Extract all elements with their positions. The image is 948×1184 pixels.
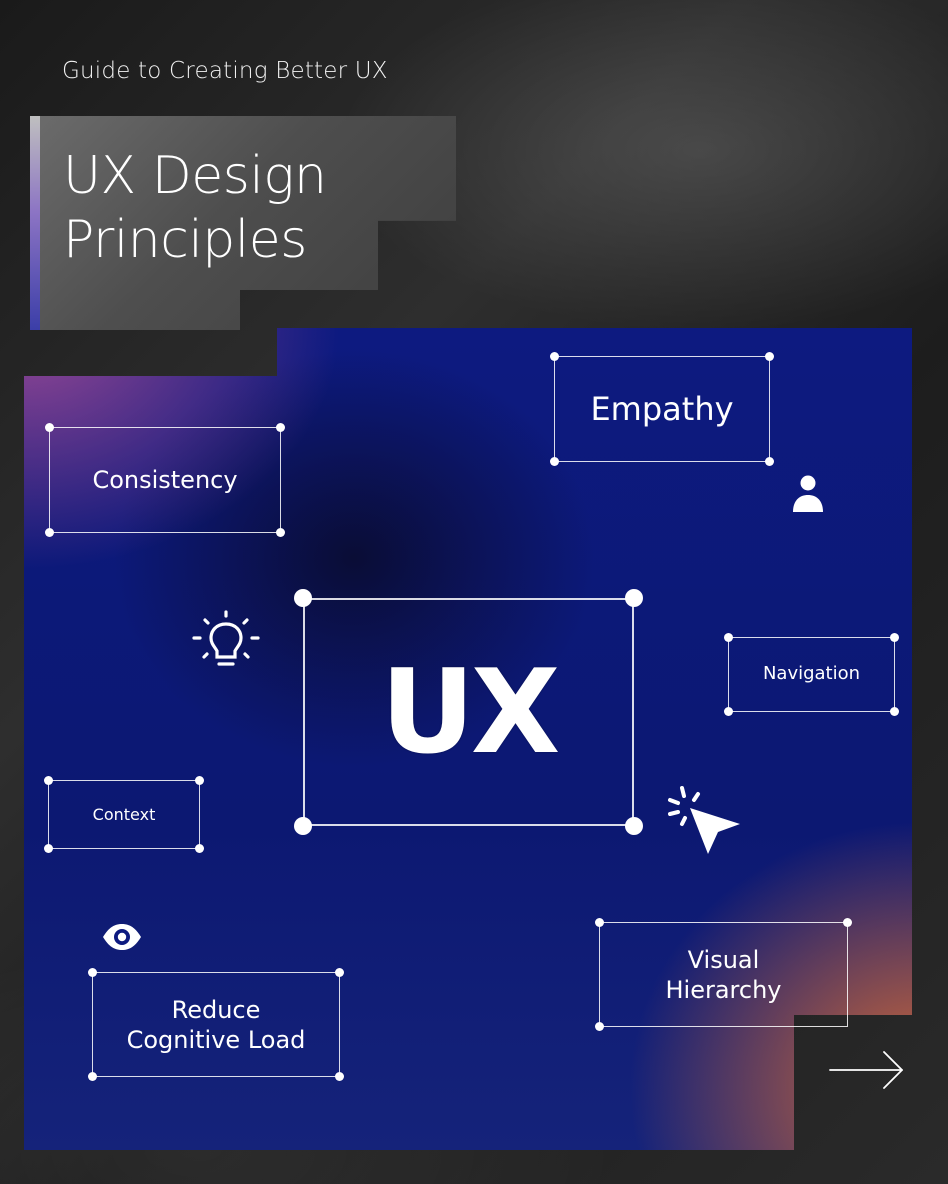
lightbulb-icon (192, 610, 260, 666)
frame-handle (195, 776, 204, 785)
frame-handle (625, 589, 643, 607)
frame-handle (724, 633, 733, 642)
frame-handle (45, 528, 54, 537)
frame-handle (550, 352, 559, 361)
frame-handle (335, 1072, 344, 1081)
title-accent-bar (30, 116, 40, 330)
frame-handle (45, 423, 54, 432)
frame-handle (843, 918, 852, 927)
consistency-label: Consistency (92, 466, 238, 494)
reduce-cognitive-load-label: Reduce Cognitive Load (126, 995, 306, 1054)
subtitle: Guide to Creating Better UX (62, 58, 388, 84)
frame-handle (88, 1072, 97, 1081)
frame-handle (44, 844, 53, 853)
frame-handle (294, 817, 312, 835)
ux-center-label: UX (380, 644, 561, 780)
visual-hierarchy-label: Visual Hierarchy (665, 945, 782, 1004)
arrow-right-icon[interactable] (828, 1049, 906, 1091)
visual-hierarchy-frame: Visual Hierarchy (599, 922, 848, 1027)
frame-handle (335, 968, 344, 977)
frame-handle (276, 423, 285, 432)
navigation-frame: Navigation (728, 637, 895, 712)
frame-handle (765, 352, 774, 361)
cursor-click-icon (668, 786, 740, 854)
user-icon (793, 475, 823, 512)
frame-handle (890, 633, 899, 642)
frame-handle (44, 776, 53, 785)
context-frame: Context (48, 780, 200, 849)
frame-handle (276, 528, 285, 537)
frame-handle (595, 918, 604, 927)
navigation-label: Navigation (762, 663, 861, 685)
frame-handle (765, 457, 774, 466)
gradient-panel (24, 328, 912, 1150)
frame-handle (195, 844, 204, 853)
frame-handle (88, 968, 97, 977)
empathy-label: Empathy (590, 390, 734, 428)
title-line-2: Principles (63, 210, 307, 270)
frame-handle (595, 1022, 604, 1031)
consistency-frame: Consistency (49, 427, 281, 533)
page-title: UX Design Principles (63, 144, 327, 272)
title-line-1: UX Design (63, 146, 327, 206)
frame-handle (724, 707, 733, 716)
frame-handle (625, 817, 643, 835)
eye-icon (103, 924, 141, 950)
frame-handle (294, 589, 312, 607)
reduce-cognitive-load-frame: Reduce Cognitive Load (92, 972, 340, 1077)
frame-handle (550, 457, 559, 466)
ux-center-frame: UX (303, 598, 634, 826)
frame-handle (890, 707, 899, 716)
context-label: Context (92, 804, 156, 824)
empathy-frame: Empathy (554, 356, 770, 462)
